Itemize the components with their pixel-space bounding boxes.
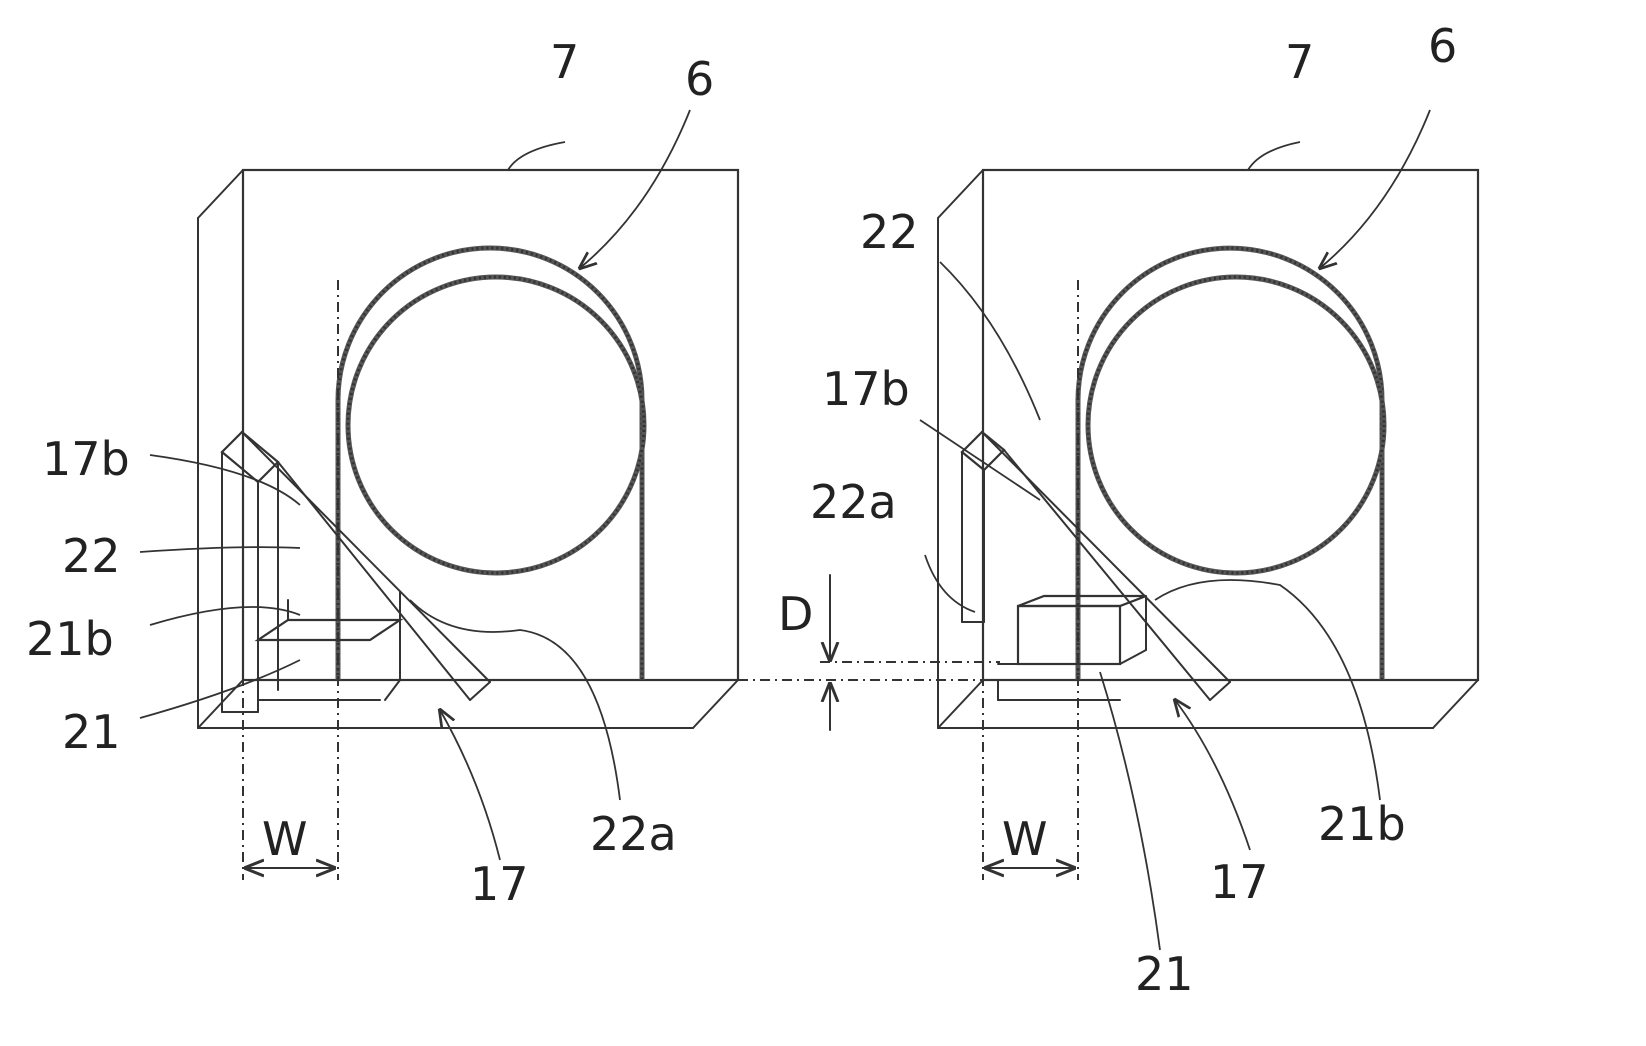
right-view: 7 6 22 17b 22a D W 17 21b 21 [738,19,1478,1001]
right-label-lug: 21 [1135,947,1194,1001]
left-drum [338,248,644,680]
left-label-housing: 7 [550,35,579,89]
left-leader-7 [508,142,565,170]
right-leader-21b [1155,580,1380,800]
left-label-width: W [262,812,307,866]
left-label-lug-b: 21b [26,612,114,666]
right-label-depth: D [778,587,813,641]
left-leader-22a [410,600,620,800]
left-label-plate: 22 [62,529,121,583]
right-label-rib: 17 [1210,855,1269,909]
left-leader-22 [140,547,300,552]
left-label-drum: 6 [685,52,714,106]
left-label-plate-a: 22a [590,807,677,861]
right-drum [1078,248,1384,680]
right-label-housing: 7 [1285,35,1314,89]
left-lug-21 [258,600,400,640]
right-leader-22 [940,262,1040,420]
right-label-width: W [1002,812,1047,866]
left-view: 7 6 17b 22 21b 21 W 17 22a [26,35,738,911]
right-lug-21 [998,596,1146,664]
right-leader-7 [1248,142,1300,170]
right-label-plate-a: 22a [810,475,897,529]
right-label-drum: 6 [1428,19,1457,73]
right-leader-6 [1320,110,1430,268]
right-leader-17 [1175,700,1250,850]
right-label-lug-b: 21b [1318,797,1406,851]
left-label-lug: 21 [62,705,121,759]
right-leader-22a [925,555,975,612]
left-leader-21 [140,660,300,718]
right-label-plate: 22 [860,205,919,259]
left-label-rib: 17 [470,857,529,911]
right-label-rib-b: 17b [822,362,910,416]
left-leader-6 [580,110,690,268]
right-leader-21 [1100,672,1160,950]
left-plate-22 [222,432,278,712]
left-leader-17 [440,710,500,860]
left-label-rib-b: 17b [42,432,130,486]
